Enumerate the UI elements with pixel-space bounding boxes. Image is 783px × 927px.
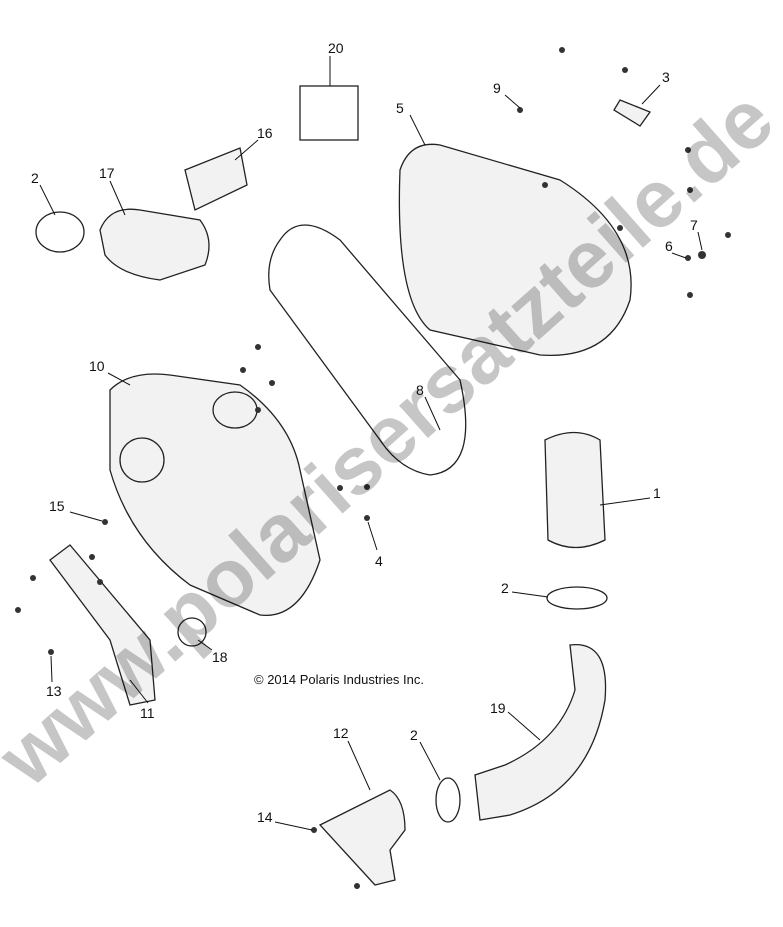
part-11-heat-shield [49,544,156,706]
part-10-outlet [212,391,258,429]
callout-label: 1 [653,485,661,501]
callout-label: 9 [493,80,501,96]
part-2-clamp [435,777,461,823]
callout-label: 12 [333,725,349,741]
callout-label: 15 [49,498,65,514]
callout-label: 14 [257,809,273,825]
part-17-duct [99,208,210,281]
part-10-hub [119,437,165,483]
callout-label: 13 [46,683,62,699]
callout-label: 6 [665,238,673,254]
part-16-screen [184,147,248,211]
callout-label: 2 [410,727,418,743]
callout-label: 17 [99,165,115,181]
callout-label: 16 [257,125,273,141]
copyright-text: © 2014 Polaris Industries Inc. [254,672,424,687]
callout-label: 2 [501,580,509,596]
part-18-seal-ring [177,617,207,647]
part-3-decal [613,99,652,127]
callout-label: 19 [490,700,506,716]
callout-label: 11 [140,705,155,721]
part-19-intake-duct [474,644,607,821]
leader-lines [39,56,703,831]
callout-label: 18 [212,649,228,665]
callout-label: 8 [416,382,424,398]
callout-label: 2 [31,170,39,186]
part-1-pre-filter [544,431,606,549]
callout-label: 10 [89,358,105,374]
callout-label: 5 [396,100,404,116]
callout-label: 7 [690,217,698,233]
part-12-exhaust-duct [318,789,406,886]
callout-label: 4 [375,553,383,569]
part-20-decal [299,85,359,141]
callout-label: 3 [662,69,670,85]
part-2-clamp [546,586,608,610]
part-2-clamp [35,211,85,253]
part-5-inner-cover [398,143,632,357]
part-10-outer-cover [109,373,321,616]
part-8-seal [268,224,467,476]
fasteners [15,47,731,889]
callout-label: 20 [328,40,344,56]
